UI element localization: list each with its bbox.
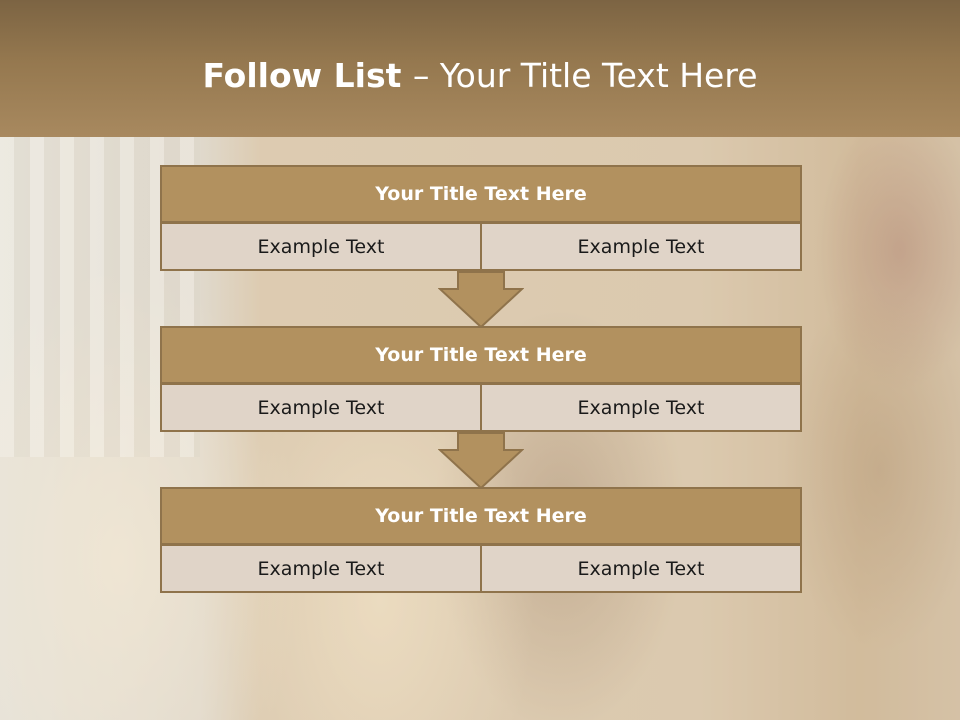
list-block-2: Your Title Text Here Example Text Exampl… xyxy=(160,326,802,432)
block-cell-right: Example Text xyxy=(480,222,802,271)
title-bar: Follow List – Your Title Text Here xyxy=(0,0,960,137)
block-title: Your Title Text Here xyxy=(160,165,802,223)
slide-title: Follow List – Your Title Text Here xyxy=(0,55,960,97)
down-arrow-icon xyxy=(438,432,524,490)
list-block-1: Your Title Text Here Example Text Exampl… xyxy=(160,165,802,271)
block-row: Example Text Example Text xyxy=(160,544,802,593)
block-cell-right: Example Text xyxy=(480,383,802,432)
slide-title-strong: Follow List xyxy=(202,56,413,95)
down-arrow-icon xyxy=(438,271,524,329)
block-row: Example Text Example Text xyxy=(160,222,802,271)
block-cell-left: Example Text xyxy=(160,383,482,432)
block-cell-left: Example Text xyxy=(160,222,482,271)
block-title: Your Title Text Here xyxy=(160,326,802,384)
block-row: Example Text Example Text xyxy=(160,383,802,432)
block-cell-left: Example Text xyxy=(160,544,482,593)
slide-title-rest: – Your Title Text Here xyxy=(412,56,758,95)
list-block-3: Your Title Text Here Example Text Exampl… xyxy=(160,487,802,593)
block-cell-right: Example Text xyxy=(480,544,802,593)
block-title: Your Title Text Here xyxy=(160,487,802,545)
